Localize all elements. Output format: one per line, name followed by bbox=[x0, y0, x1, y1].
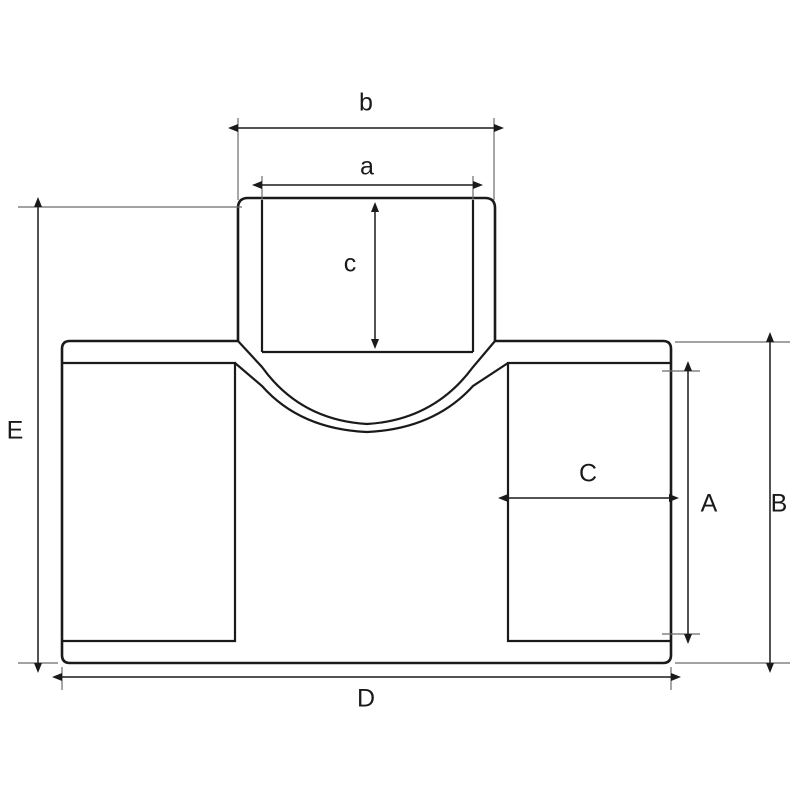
dimension-e: E bbox=[7, 197, 242, 673]
throat-outer-curve bbox=[237, 340, 496, 426]
dimension-b-upper: B bbox=[675, 332, 790, 673]
left-socket-bore bbox=[62, 361, 237, 643]
dim-label-c: c bbox=[344, 250, 357, 278]
dim-label-C: C bbox=[579, 460, 597, 488]
right-socket-bore bbox=[506, 361, 671, 643]
dimension-d: D bbox=[52, 667, 681, 713]
fitting-outer-outline bbox=[60, 196, 673, 665]
part-geometry-group bbox=[60, 196, 673, 665]
dimension-c: c bbox=[344, 202, 379, 349]
dimension-c-upper: C bbox=[498, 460, 679, 502]
dim-label-b: b bbox=[359, 89, 373, 117]
dim-label-e: E bbox=[7, 417, 24, 445]
dim-label-a: a bbox=[360, 153, 374, 181]
dim-label-B: B bbox=[771, 490, 788, 518]
dimension-a-upper: A bbox=[662, 361, 718, 644]
dim-label-A: A bbox=[701, 490, 718, 518]
dim-label-d: D bbox=[357, 685, 375, 713]
dimension-a: a bbox=[252, 153, 483, 200]
throat-inner-curve bbox=[234, 362, 509, 434]
dimension-b: b bbox=[228, 89, 504, 200]
